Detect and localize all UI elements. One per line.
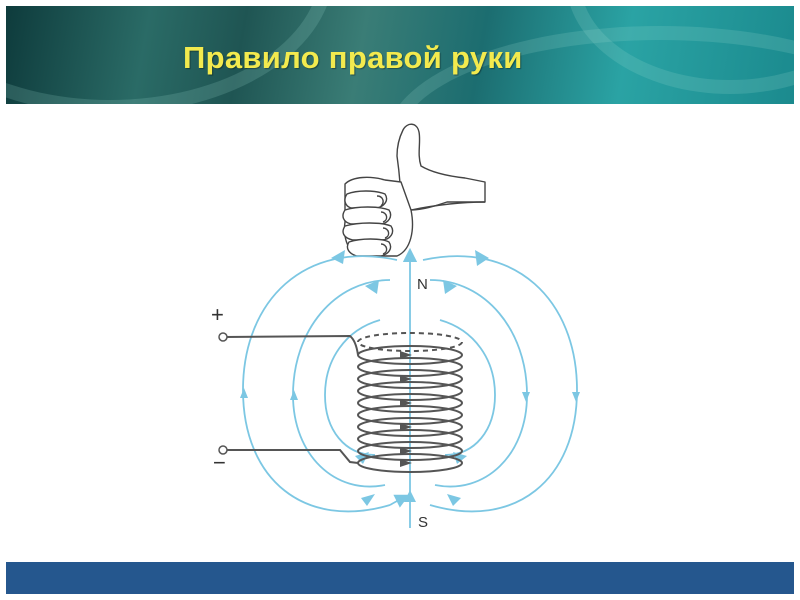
minus-sign-label: − [213, 450, 226, 475]
magnetic-field-lines [242, 247, 578, 528]
slide-title: Правило правой руки [183, 40, 523, 75]
negative-terminal [218, 445, 228, 455]
current-arrows [400, 351, 412, 467]
footer-band [6, 562, 794, 594]
solenoid-coil [224, 332, 463, 473]
positive-terminal [218, 332, 228, 342]
solenoid-diagram-svg [218, 123, 580, 528]
north-pole-label: N [417, 276, 428, 293]
field-arrowheads [240, 250, 580, 506]
south-pole-label: S [418, 514, 429, 531]
thumbs-up-hand-icon [342, 123, 486, 257]
solenoid-diagram: N S + − [185, 110, 605, 555]
header-band [6, 6, 794, 104]
plus-sign-label: + [211, 302, 224, 327]
